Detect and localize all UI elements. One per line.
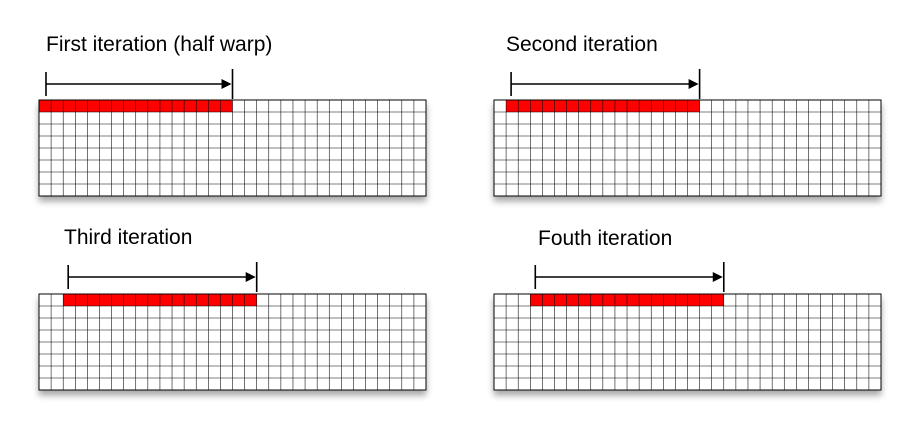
panel-title: Fouth iteration xyxy=(538,227,672,250)
panel-fourth-iteration: Fouth iteration xyxy=(493,227,882,391)
grid-lines xyxy=(494,294,881,390)
span-arrow xyxy=(45,69,234,99)
grid-lines xyxy=(494,100,881,196)
arrow-head xyxy=(245,272,256,282)
panel-title: Third iteration xyxy=(64,226,192,249)
memory-grid-border xyxy=(493,293,882,391)
memory-grid-border xyxy=(38,99,427,197)
memory-grid-border xyxy=(493,99,882,197)
panel-third-iteration: Third iteration xyxy=(38,226,427,391)
arrow-head xyxy=(688,79,699,89)
panel-title: First iteration (half warp) xyxy=(46,33,272,56)
arrow-head xyxy=(712,272,723,282)
grid-lines xyxy=(39,294,426,390)
arrow-head xyxy=(221,79,232,89)
memory-grid-border xyxy=(38,293,427,391)
span-arrow xyxy=(510,69,701,99)
panel-second-iteration: Second iteration xyxy=(493,33,882,197)
panel-title: Second iteration xyxy=(506,33,658,56)
grid-lines xyxy=(39,100,426,196)
panel-first-iteration: First iteration (half warp) xyxy=(38,33,427,197)
span-arrow xyxy=(534,262,725,292)
span-arrow xyxy=(67,262,258,292)
